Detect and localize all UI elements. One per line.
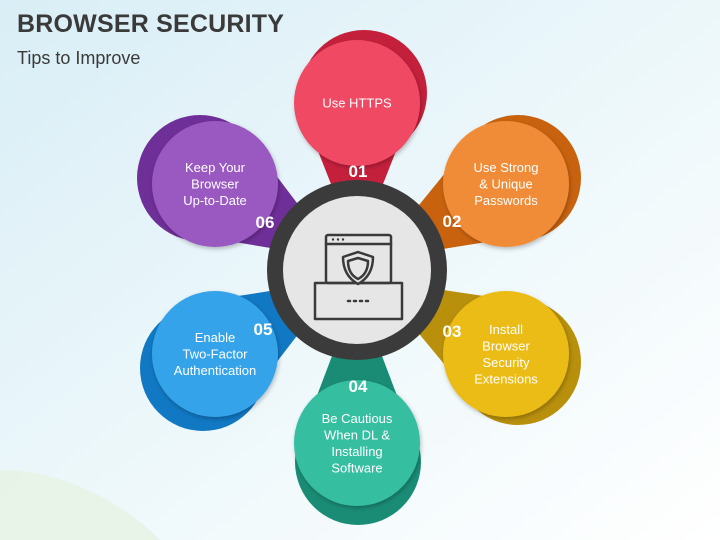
tip-label-line: Two-Factor [182,347,248,362]
tip-number: 03 [443,322,462,341]
petal-face [443,121,569,247]
tip-label-line: Authentication [174,363,256,378]
tip-number: 04 [349,377,368,396]
tip-label-line: Security [483,355,530,370]
tip-petal-01: Use HTTPS 01 [294,30,427,250]
tip-label-line: Extensions [474,371,538,386]
petal-face [294,380,420,506]
petal-face [294,40,420,166]
tip-label-line: Browser [482,338,530,353]
page-subtitle: Tips to Improve [17,48,141,68]
tip-label-line: Be Cautious [322,411,393,426]
tip-label-line: Installing [331,444,382,459]
page-title: BROWSER SECURITY [17,10,285,38]
tip-label-line: Up-to-Date [183,193,247,208]
tip-label-line: When DL & [324,427,390,442]
tip-label-line: Use HTTPS [322,96,392,111]
tip-label-line: & Unique [479,177,532,192]
petal-face [152,291,278,417]
tip-label-line: Software [331,460,382,475]
laptop-shield-icon [313,233,404,321]
petal-face [443,291,569,417]
petal-face [152,121,278,247]
tip-label-line: Passwords [474,193,538,208]
tip-number: 05 [254,320,273,339]
tip-number: 06 [256,213,275,232]
tip-label-line: Enable [195,330,235,345]
tip-label-line: Browser [191,177,239,192]
tip-label-line: Use Strong [473,160,538,175]
tip-label-line: Install [489,322,523,337]
tip-number: 01 [349,162,368,181]
tip-number: 02 [443,212,462,231]
tip-label-line: Keep Your [185,160,246,175]
